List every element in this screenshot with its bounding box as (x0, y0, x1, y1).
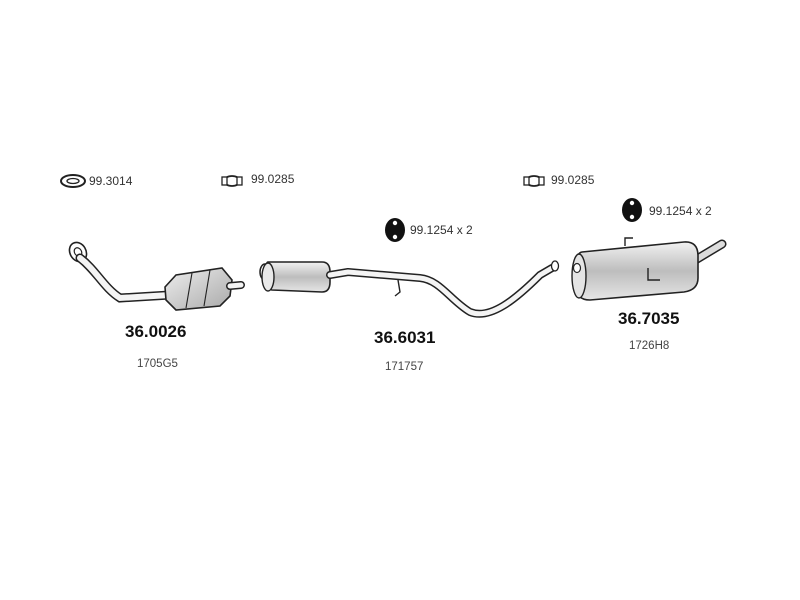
hanger-part-number: 99.1254 x 2 (649, 204, 712, 218)
hanger-part-number: 99.1254 x 2 (410, 223, 473, 237)
clamp-part-number: 99.0285 (551, 173, 595, 187)
rear-oe-reference: 1726H8 (629, 340, 670, 352)
front-part-number: 36.0026 (125, 322, 187, 341)
middle-silencer-pipe (259, 260, 560, 318)
clamp-icon (523, 175, 545, 187)
rear-part-number: 36.7035 (618, 309, 680, 328)
rubber-hanger-icon (385, 218, 405, 242)
middle-part-number: 36.6031 (374, 328, 436, 347)
gasket-icon (60, 174, 86, 188)
middle-oe-reference: 171757 (385, 361, 424, 373)
rubber-hanger-icon (622, 198, 642, 222)
front-oe-reference: 1705G5 (137, 358, 178, 370)
front-pipe-catalytic-converter (68, 241, 245, 311)
rear-silencer (571, 237, 727, 301)
clamp-part-number: 99.0285 (251, 172, 295, 186)
clamp-icon (221, 175, 243, 187)
gasket-part-number: 99.3014 (89, 174, 133, 188)
